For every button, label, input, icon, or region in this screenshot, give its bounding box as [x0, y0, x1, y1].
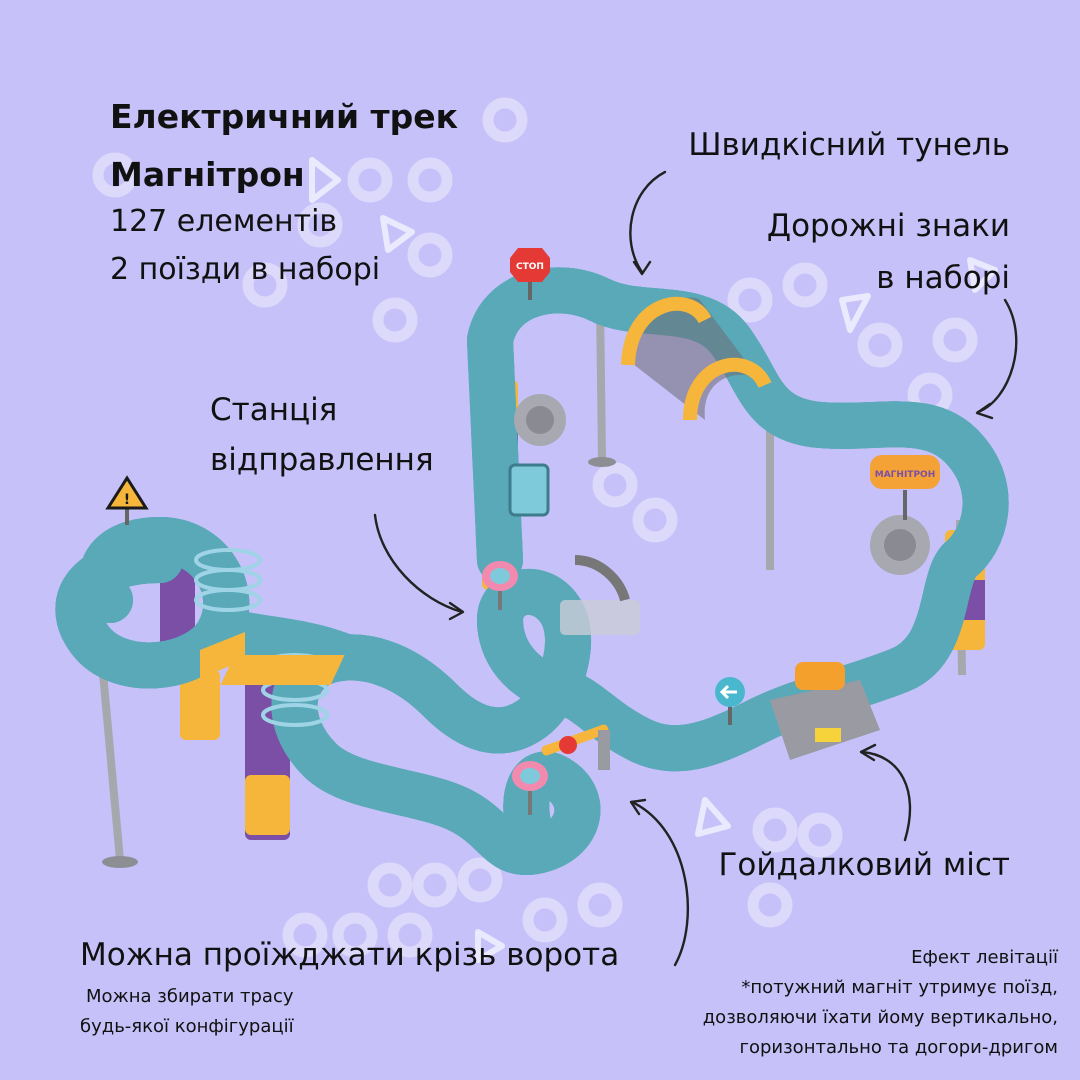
- levitation-line-3: горизонтально та догори-дригом: [739, 1037, 1058, 1058]
- product-title: Електричний трек Магнітрон: [110, 88, 458, 204]
- arrow-tunnel: [629, 170, 667, 274]
- elements-count: 127 елементів: [110, 204, 338, 239]
- levitation-title: Ефект левітації: [911, 947, 1058, 968]
- svg-text:!: !: [124, 492, 130, 508]
- arrow-gates: [630, 800, 690, 967]
- arrow-signs: [976, 298, 1018, 414]
- title-line-2: Магнітрон: [110, 155, 305, 194]
- callout-speed-tunnel: Швидкісний тунель: [688, 127, 1010, 163]
- road-signs-line-2: в наборі: [876, 260, 1010, 296]
- station-line-1: Станція: [210, 392, 338, 428]
- arrow-bridge: [860, 750, 912, 842]
- callout-gates: Можна проїжджати крізь ворота: [80, 937, 620, 973]
- note-levitation: Ефект левітації *потужний магніт утримує…: [703, 943, 1058, 1063]
- road-signs: СТОП ! МАГНІТРОН: [105, 248, 940, 815]
- callout-station: Станція відправлення: [210, 385, 434, 485]
- callout-road-signs: Дорожні знаки в наборі: [767, 200, 1010, 304]
- config-line-1: Можна збирати трасу: [86, 986, 294, 1007]
- arrow-sign-icon: [200, 632, 245, 678]
- trains-count: 2 поїзди в наборі: [110, 252, 381, 287]
- decor-triangles: [309, 157, 998, 963]
- note-configuration: Можна збирати трасу будь-якої конфігурац…: [80, 982, 294, 1042]
- rocking-bridge: [770, 662, 880, 760]
- stop-sign-text: СТОП: [516, 262, 544, 272]
- speed-tunnel: [621, 296, 772, 421]
- levitation-line-1: *потужний магніт утримує поїзд,: [741, 977, 1058, 998]
- gate-barrier: [541, 724, 610, 770]
- config-line-2: будь-якої конфігурації: [80, 1016, 294, 1037]
- callout-rocking-bridge: Гойдалковий міст: [718, 847, 1010, 883]
- warning-sign-icon: [105, 475, 149, 510]
- title-line-1: Електричний трек: [110, 97, 459, 136]
- arrow-station: [373, 513, 464, 614]
- decor-rings: [92, 97, 978, 958]
- track-loop: [78, 290, 985, 852]
- departure-station: [220, 463, 640, 685]
- levitation-line-2: дозволяючи їхати йому вертикально,: [702, 1007, 1058, 1028]
- station-line-2: відправлення: [210, 442, 434, 478]
- turn-wheels: [514, 394, 930, 575]
- stop-sign-icon: [510, 248, 550, 282]
- road-signs-line-1: Дорожні знаки: [766, 208, 1010, 244]
- brand-sign: [870, 455, 940, 489]
- product-summary: 127 елементів 2 поїзди в наборі: [110, 198, 380, 294]
- brand-sign-text: МАГНІТРОН: [875, 470, 935, 480]
- tree-icon: [482, 561, 548, 815]
